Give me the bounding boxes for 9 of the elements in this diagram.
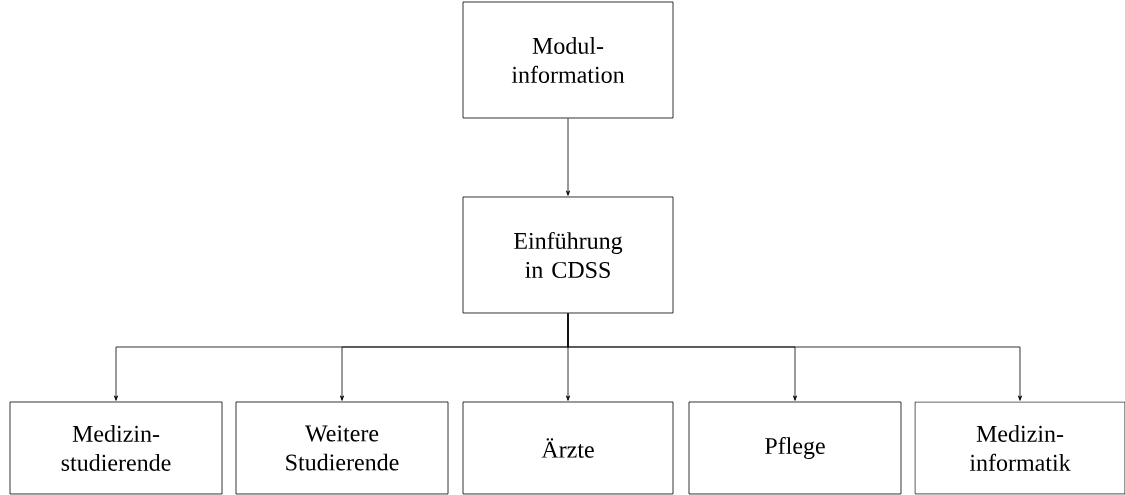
process-box: Einführung in CDSS (462, 196, 674, 314)
process-box: Weitere Studierende (235, 401, 449, 495)
process-box: Medizin- studierende (9, 401, 223, 495)
process-box: Pflege (688, 401, 902, 495)
process-box: Modul- information (462, 1, 674, 119)
process-box: Ärzte (462, 401, 674, 495)
arrow (566, 118, 570, 196)
arrow (567, 313, 1022, 401)
process-box: Medizin- informatik (914, 401, 1125, 495)
